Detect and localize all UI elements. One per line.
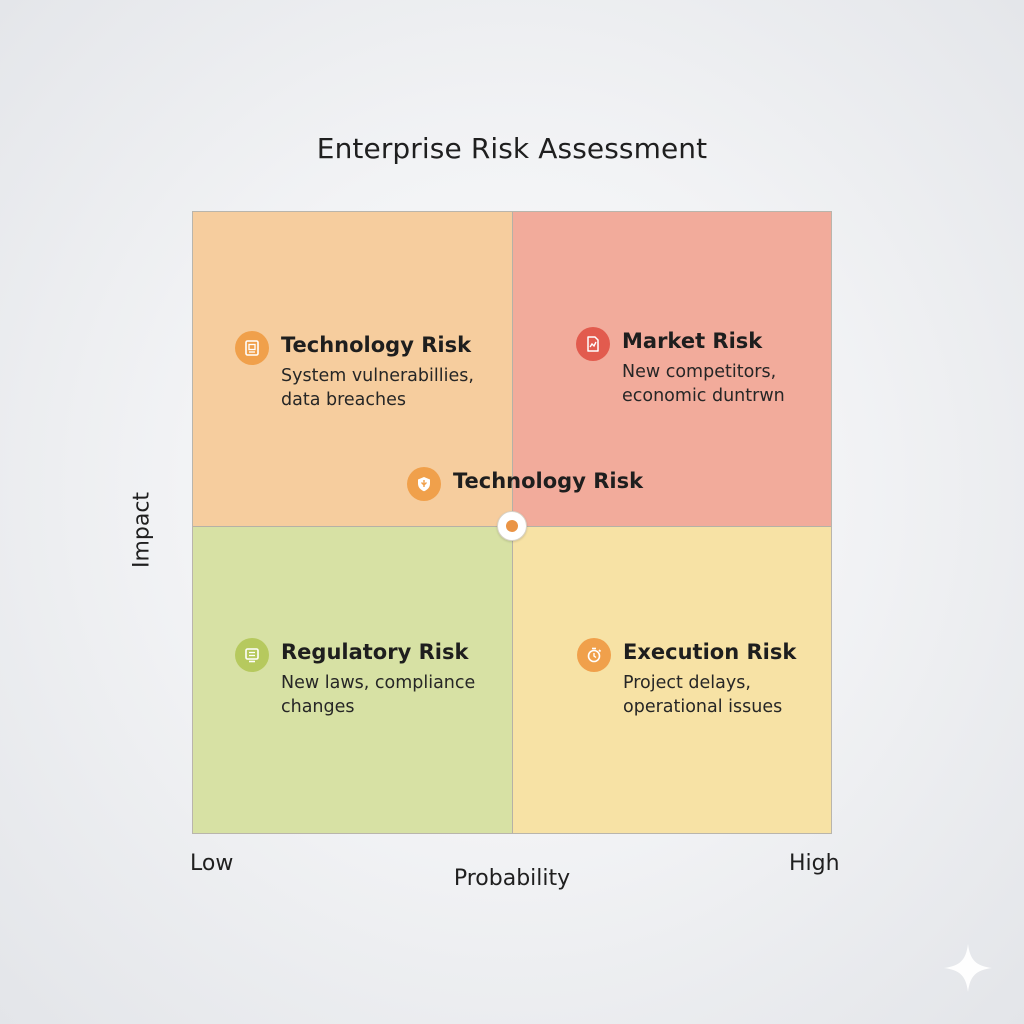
risk-description: New competitors, economic duntrwn: [622, 361, 785, 408]
risk-description-line: New laws, compliance: [281, 673, 476, 693]
risk-title: Technology Risk: [281, 333, 472, 357]
legal-document-icon: [235, 638, 269, 672]
chart-document-icon: [576, 327, 610, 361]
risk-description-line: changes: [281, 696, 355, 717]
risk-title: Technology Risk: [453, 469, 644, 493]
risk-description: New laws, compliance changes: [281, 672, 475, 719]
risk-description-line: New competitors,: [622, 362, 777, 382]
clock-gear-icon: [577, 638, 611, 672]
center-marker: [497, 511, 527, 541]
risk-description-line: economic duntrwn: [622, 385, 785, 406]
risk-description: Project delays, operational issues: [623, 672, 782, 719]
y-axis-label: Impact: [129, 491, 155, 569]
quadrant-bottom-right: [512, 526, 831, 833]
risk-description: System vulnerabillies, data breaches: [281, 365, 474, 412]
risk-title: Regulatory Risk: [281, 640, 469, 664]
risk-matrix: [192, 211, 832, 834]
x-axis-high-label: High: [789, 851, 840, 876]
risk-title: Execution Risk: [623, 640, 797, 664]
quadrant-top-right: [512, 212, 831, 526]
x-axis-low-label: Low: [190, 851, 234, 876]
quadrant-top-left: [193, 212, 512, 526]
risk-title: Market Risk: [622, 329, 763, 353]
document-icon: [235, 331, 269, 365]
risk-description-line: data breaches: [281, 389, 406, 410]
shield-icon: [407, 467, 441, 501]
page-title: Enterprise Risk Assessment: [316, 132, 708, 165]
quadrant-bottom-left: [193, 526, 512, 833]
sparkle-icon: [944, 944, 992, 992]
risk-description-line: operational issues: [623, 696, 783, 717]
center-marker-dot: [506, 520, 518, 532]
risk-description-line: System vulnerabillies,: [281, 366, 474, 386]
risk-description-line: Project delays,: [623, 673, 751, 693]
x-axis-label: Probability: [453, 866, 571, 891]
